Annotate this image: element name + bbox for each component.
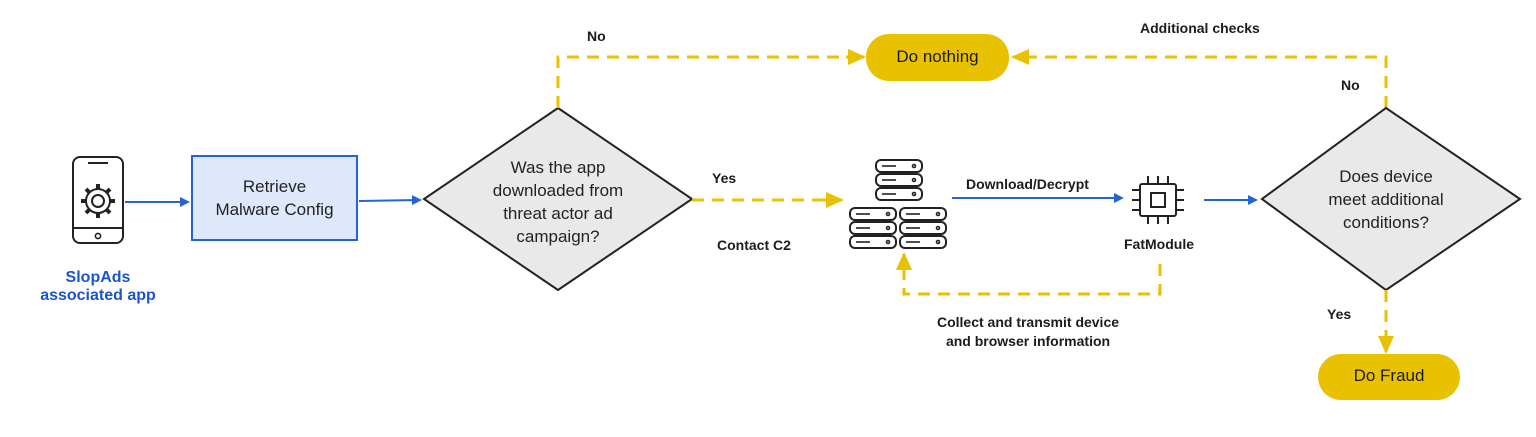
config-box <box>191 155 358 241</box>
decision1-line4: campaign? <box>516 227 600 246</box>
do-fraud-text: Do Fraud <box>1353 366 1425 385</box>
edge-label-download-decrypt: Download/Decrypt <box>966 176 1089 192</box>
edge-label-no-top: No <box>587 28 606 44</box>
edge-label-yes-c2: Yes <box>712 170 737 186</box>
decision1-line3: threat actor ad <box>503 204 613 223</box>
do-nothing-text: Do nothing <box>896 47 979 66</box>
app-label-line2: associated app <box>40 287 156 304</box>
decision1-line2: downloaded from <box>492 181 624 200</box>
config-line1: Retrieve <box>242 177 307 196</box>
decision-download-source <box>422 106 694 292</box>
edge-label-no-right: No <box>1341 77 1360 93</box>
decision2-line1: Does device <box>1339 167 1433 186</box>
edge-collect-transmit <box>902 264 1162 296</box>
edge-label-yes-fraud: Yes <box>1327 306 1352 322</box>
edge-label-additional-checks: Additional checks <box>1140 20 1260 36</box>
collect-line2: and browser information <box>945 333 1111 349</box>
config-line2: Malware Config <box>215 200 334 219</box>
edge-label-contact-c2: Contact C2 <box>717 237 791 253</box>
decision2-text: Does device meet additional conditions? <box>1311 165 1461 234</box>
app-label: SlopAds associated app <box>36 269 160 305</box>
config-box-text: Retrieve Malware Config <box>192 175 357 221</box>
fatmodule-label: FatModule <box>1124 236 1194 252</box>
decision2-line3: conditions? <box>1342 213 1429 232</box>
edge-additional-checks <box>1030 55 1388 108</box>
collect-line1: Collect and transmit device <box>936 314 1120 330</box>
do-fraud-pill <box>1318 354 1460 400</box>
decision1-text: Was the app downloaded from threat actor… <box>478 156 638 248</box>
edge-no-to-do-nothing <box>556 55 860 108</box>
do-nothing-pill <box>866 34 1009 81</box>
decision1-line1: Was the app <box>510 158 606 177</box>
phone-icon <box>72 156 124 244</box>
edge-config-to-decision <box>358 195 422 206</box>
server-stack-icon <box>849 159 947 249</box>
decision2-line2: meet additional <box>1328 190 1444 209</box>
chip-icon <box>1132 176 1184 224</box>
app-label-line1: SlopAds <box>65 269 131 286</box>
edge-label-collect: Collect and transmit device and browser … <box>918 313 1138 351</box>
